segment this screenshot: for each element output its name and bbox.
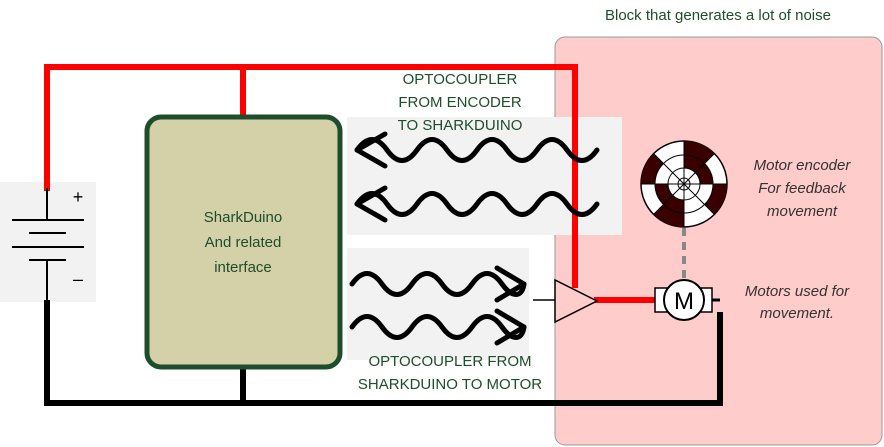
positive-wire	[44, 64, 658, 303]
optocoupler-in-backdrop	[347, 117, 622, 235]
sharkduino-label-2: And related	[205, 234, 282, 251]
motor-label-1: Motors used for	[745, 283, 850, 300]
optocoupler-out-label-1: OPTOCOUPLER FROM	[368, 353, 531, 370]
noise-block	[554, 36, 883, 446]
wavy-arrow-right-bottom	[349, 308, 527, 346]
encoder-label-3: movement	[767, 203, 838, 220]
motor-symbol-letter: M	[674, 288, 694, 315]
encoder-label-1: Motor encoder	[754, 157, 852, 174]
ground-wire	[44, 300, 723, 406]
battery-plus-label: +	[73, 187, 84, 207]
noise-block-title: Block that generates a lot of noise	[605, 7, 831, 24]
amplifier-triangle	[554, 278, 599, 324]
optocoupler-in-label-3: TO SHARKDUINO	[398, 117, 523, 134]
encoder-disc	[640, 140, 728, 228]
optocoupler-out-backdrop	[347, 248, 529, 360]
encoder-label-2: For feedback	[758, 180, 847, 197]
optocoupler-in-label-2: FROM ENCODER	[398, 94, 522, 111]
optocoupler-in-label-1: OPTOCOUPLER	[403, 71, 518, 88]
wavy-arrow-left-bottom	[354, 185, 600, 223]
battery-minus-label: –	[73, 269, 83, 289]
wavy-arrow-left-top	[354, 131, 600, 169]
battery-symbol	[12, 188, 84, 300]
sharkduino-box	[144, 114, 343, 370]
motor-symbol	[654, 279, 713, 321]
wavy-arrow-right-top	[349, 265, 527, 303]
optocoupler-out-label-2: SHARKDUINO TO MOTOR	[358, 376, 542, 393]
sharkduino-label-3: interface	[214, 259, 272, 276]
motor-label-2: movement.	[760, 305, 834, 322]
sharkduino-label-1: SharkDuino	[204, 209, 282, 226]
